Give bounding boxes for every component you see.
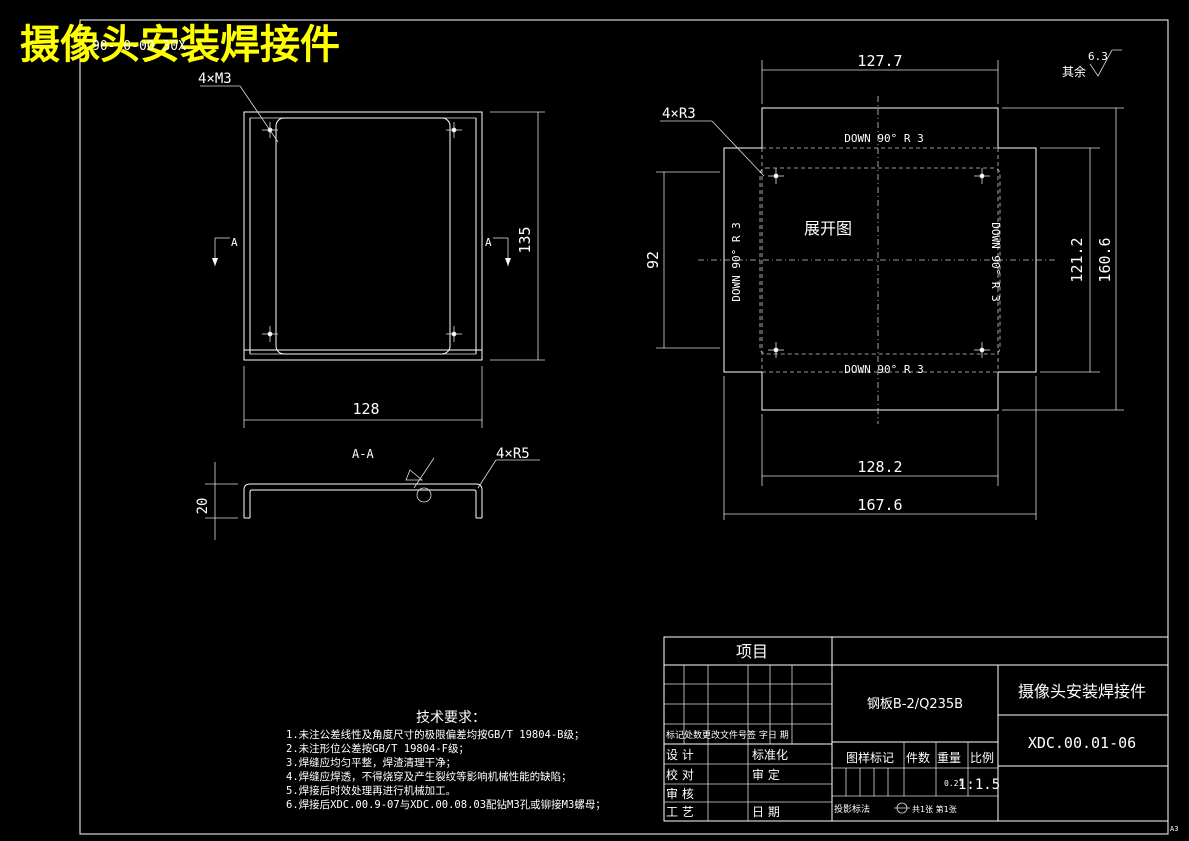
flat-pattern [656,60,1124,520]
drawing-subtitle: 90- 0-00 30X [92,39,186,54]
roughness-symbol [1089,49,1122,77]
tb-design: 设 计 [666,748,694,762]
front-height-dim: 135 [516,226,534,253]
flat-dim-outer-bottom: 167.6 [857,496,902,514]
front-view [200,85,545,428]
flat-dim-right-outer: 160.6 [1096,237,1114,282]
tb-col-weight: 重量 [937,751,961,765]
tb-material: 钢板B-2/Q235B [867,697,963,712]
tech-item: 5.焊接后时效处理再进行机械加工。 [286,784,456,797]
section-label: A-A [352,447,374,461]
tb-col-mark: 图样标记 [846,750,894,765]
tb-col-scale: 比例 [970,751,994,765]
tech-item: 1.未注公差线性及角度尺寸的极限偏差均按GB/T 19804-B级； [286,728,585,741]
tech-item: 6.焊接后XDC.00.9-07与XDC.00.08.03配钻M3孔或铆接M3螺… [286,798,606,811]
tb-part-name: 摄像头安装焊接件 [1018,682,1146,701]
title-block [663,636,1169,822]
tb-standard: 标准化 [752,748,788,762]
sheet-size: A3 [1170,825,1178,833]
flat-top-note: DOWN 90° R 3 [844,132,923,145]
front-holes-label: 4×M3 [198,71,232,87]
flat-bottom-note: DOWN 90° R 3 [844,363,923,376]
tb-projection: 投影标法 [834,803,870,815]
flat-left-note: DOWN 90° R 3 [730,222,743,301]
drawing-frame [79,19,1169,835]
flat-pattern-label: 展开图 [804,219,852,238]
tb-weight: 0.21 [944,779,963,788]
tb-rev-header: 标记处数更改文件号签 字日 期 [666,729,789,741]
tb-scale: 1:1.5 [958,777,1000,793]
tb-review: 审 定 [752,767,780,782]
tb-check: 校 对 [666,767,694,782]
tb-drawing-no: XDC.00.01-06 [1028,734,1136,752]
flat-dim-left: 92 [644,251,662,269]
tech-item: 3.焊缝应均匀平整，焊渣清理干净； [286,756,456,769]
flat-right-note: DOWN 90° R 3 [989,222,1002,301]
drawing-title: 摄像头安装焊接件 [20,22,340,68]
roughness-label: 其余 [1062,64,1086,79]
flat-dim-top: 127.7 [857,52,902,70]
tb-date: 日 期 [752,805,780,819]
tech-heading: 技术要求： [416,710,486,726]
front-width-dim: 128 [352,400,379,418]
roughness-value: 6.3 [1088,50,1108,63]
tech-requirements-list: 1.未注公差线性及角度尺寸的极限偏差均按GB/T 19804-B级； 2.未注形… [286,728,606,811]
tb-col-qty: 件数 [906,750,930,765]
tech-item: 2.未注形位公差按GB/T 19804-F级； [286,742,469,755]
section-height-dim: 20 [195,498,211,515]
section-view [205,457,540,540]
flat-corner-label: 4×R3 [662,106,696,122]
flat-dim-right-inner: 121.2 [1068,237,1086,282]
section-radius-label: 4×R5 [496,446,530,462]
section-mark-left: A [231,236,238,249]
flat-dim-inner-bottom: 128.2 [857,458,902,476]
tb-process: 工 艺 [666,805,694,819]
tb-audit: 审 核 [666,786,694,801]
section-mark-right: A [485,236,492,249]
tb-sheets: 共1张 第1张 [912,804,957,814]
tb-project-label: 项目 [736,642,768,661]
tech-item: 4.焊缝应焊透，不得烧穿及产生裂纹等影响机械性能的缺陷； [286,770,572,783]
